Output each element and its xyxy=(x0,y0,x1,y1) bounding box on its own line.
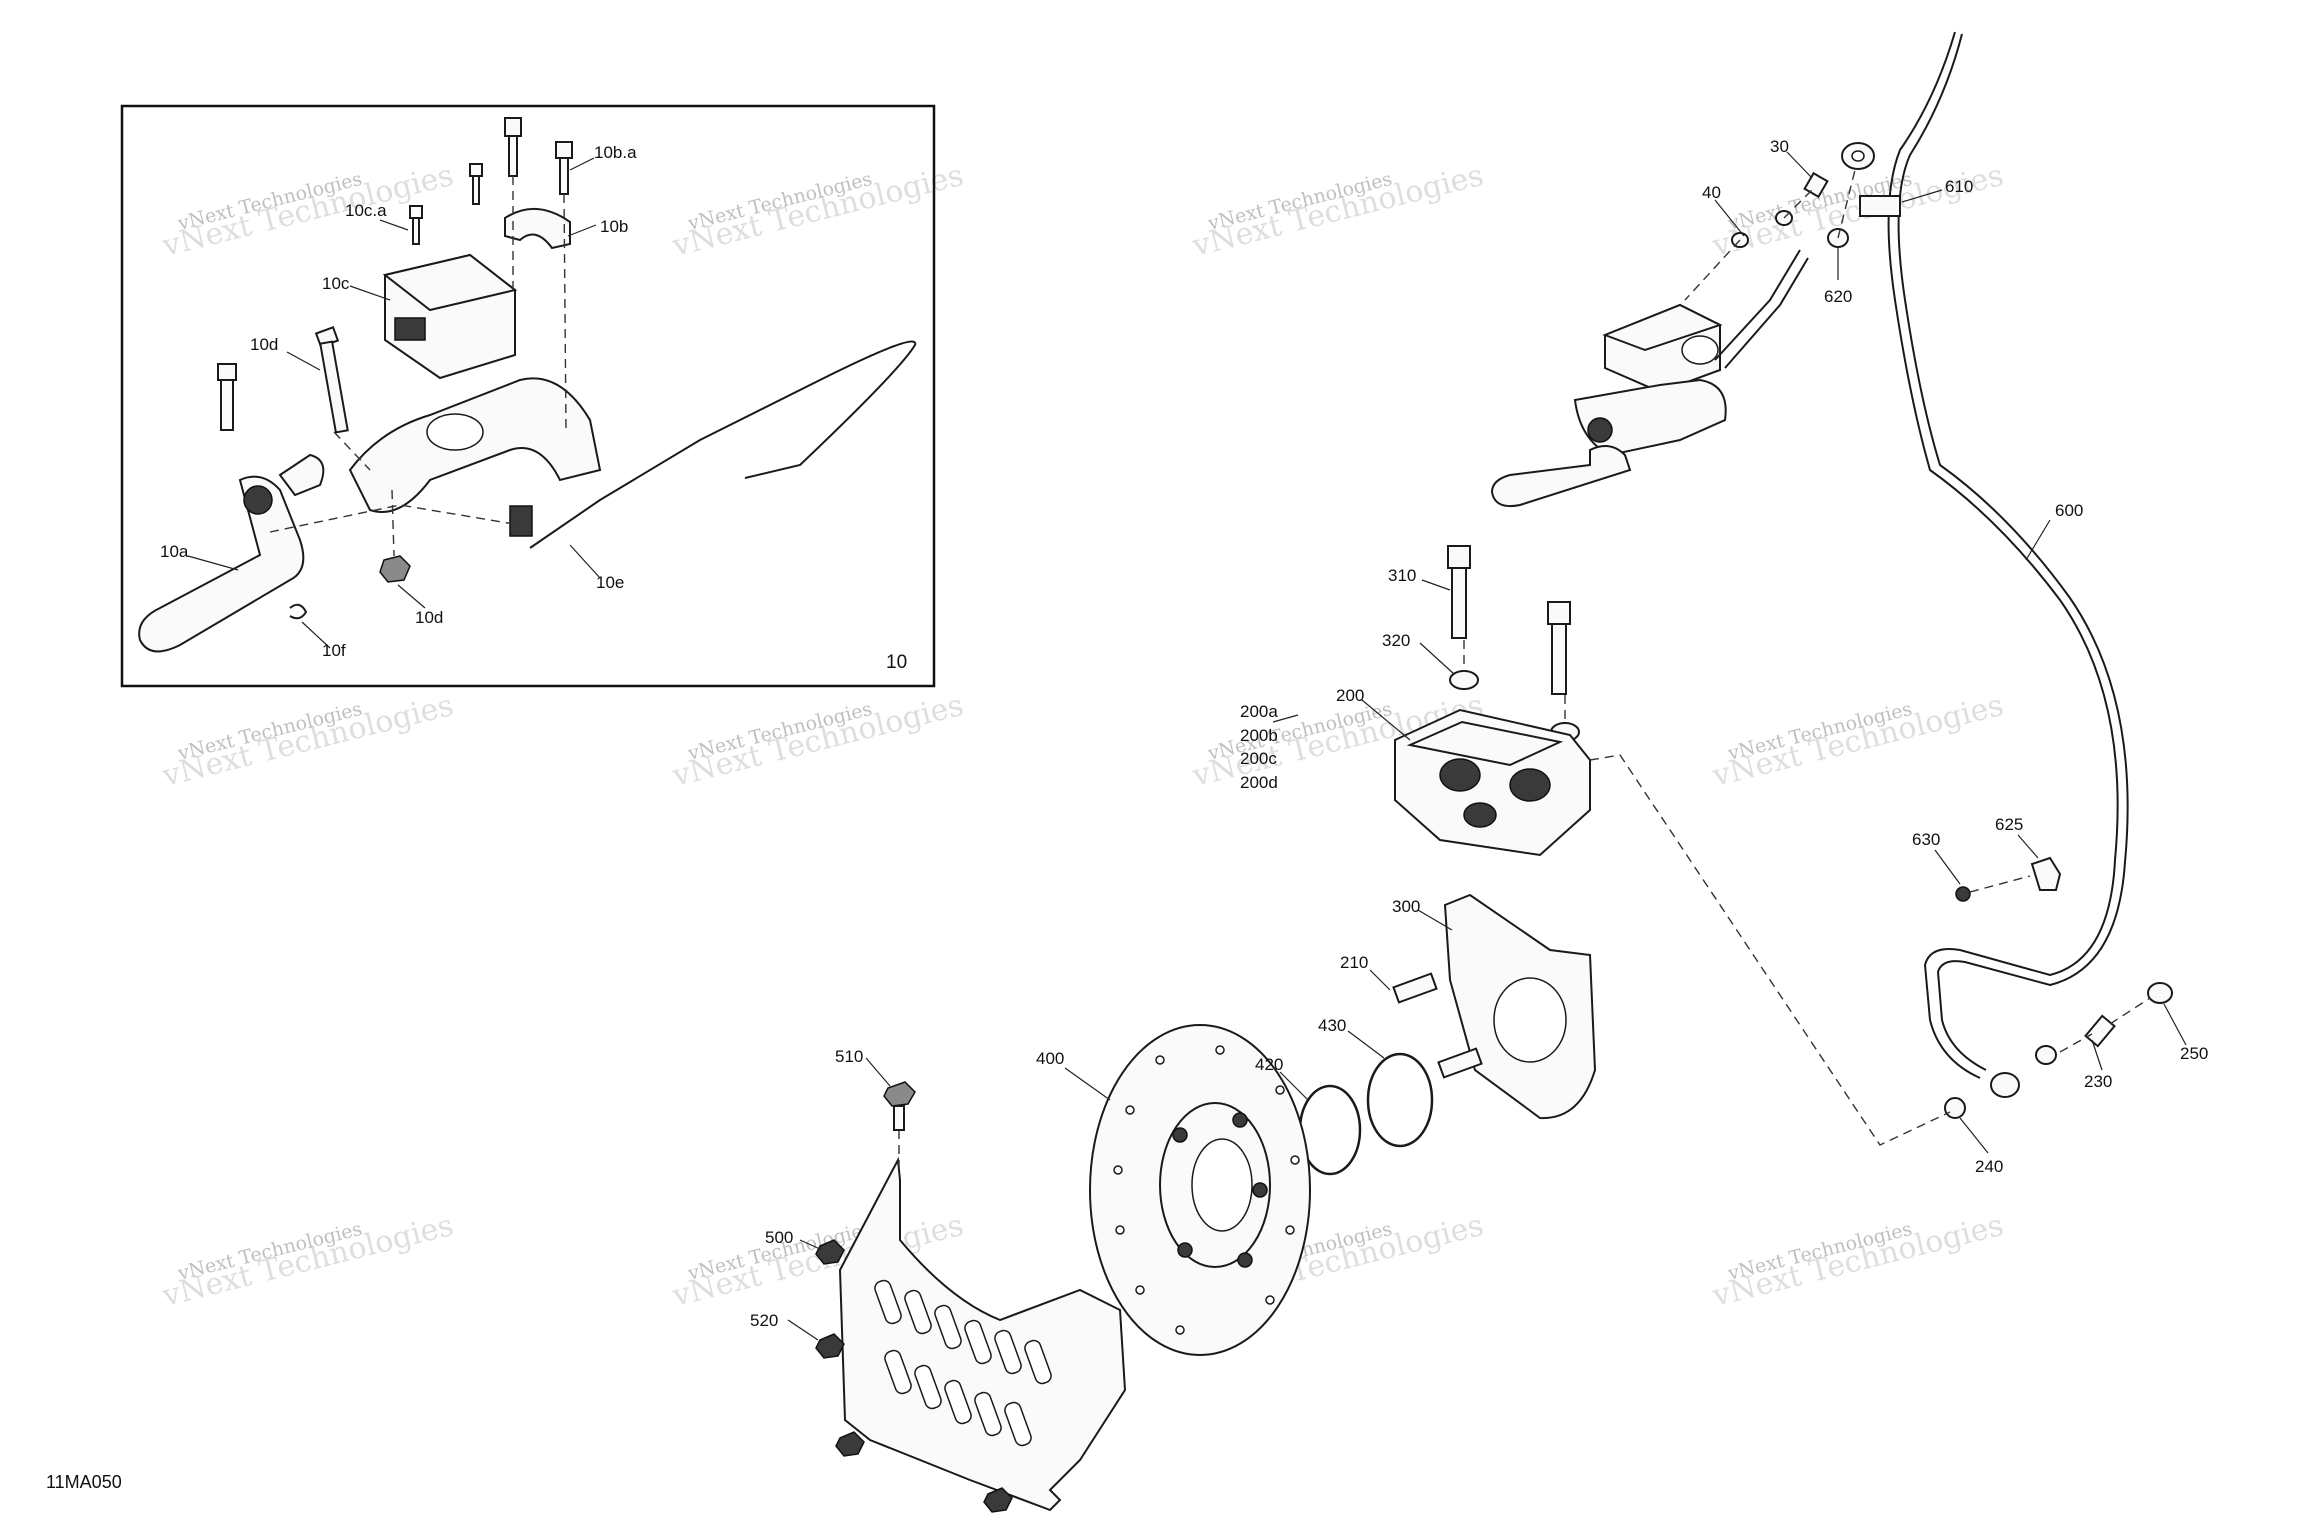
lever-nut xyxy=(379,555,411,583)
bleeder-valve xyxy=(2084,1014,2116,1048)
label-10a: 10a xyxy=(160,542,189,561)
label-630: 630 xyxy=(1912,830,1940,849)
label-620: 620 xyxy=(1824,287,1852,306)
label-40: 40 xyxy=(1702,183,1721,202)
assembly-line xyxy=(563,193,567,431)
label-240: 240 xyxy=(1975,1157,2003,1176)
watermark: vNext Technologies vNext Technologies xyxy=(1708,1208,2007,1314)
clamp-bolt xyxy=(504,117,573,195)
switch-cable xyxy=(529,340,917,549)
assembly-lines-main xyxy=(898,169,2151,1170)
label-610: 610 xyxy=(1945,177,1973,196)
label-30: 30 xyxy=(1770,137,1789,156)
brake-light-switch xyxy=(509,505,533,537)
lever-bolt xyxy=(217,363,237,431)
label-210: 210 xyxy=(1340,953,1368,972)
master-cylinder-assembly xyxy=(1490,249,1809,508)
brake-lever xyxy=(138,453,325,653)
bracket-screw xyxy=(1955,886,1971,902)
label-10c: 10c xyxy=(322,274,350,293)
watermark: vNext Technologies vNext Technologies xyxy=(1188,158,1487,264)
label-10d-bottom: 10d xyxy=(415,608,443,627)
label-10b: 10b xyxy=(600,217,628,236)
label-430: 430 xyxy=(1318,1016,1346,1035)
guard-nut xyxy=(835,1431,865,1457)
reservoir-cap-screw xyxy=(409,163,483,245)
assembly-line xyxy=(333,431,371,471)
assembly-line xyxy=(269,504,521,533)
label-300: 300 xyxy=(1392,897,1420,916)
label-200b: 200b xyxy=(1240,726,1278,745)
part-labels: 10b.a 10b 10c.a 10c 10d 10a 10d 10e 10f … xyxy=(46,137,2208,1492)
label-310: 310 xyxy=(1388,566,1416,585)
guard-nut xyxy=(983,1487,1013,1513)
brake-hose xyxy=(1887,31,2119,1079)
label-520: 520 xyxy=(750,1311,778,1330)
label-200: 200 xyxy=(1336,686,1364,705)
brake-hose xyxy=(1897,33,2129,1071)
disc-guard xyxy=(838,1156,1127,1512)
label-600: 600 xyxy=(2055,501,2083,520)
lower-banjo-fitting xyxy=(1990,1072,2020,1098)
watermark: vNext Technologies vNext Technologies xyxy=(158,688,457,794)
hose-bracket xyxy=(2030,856,2062,891)
brake-caliper xyxy=(1394,708,1591,857)
watermark: vNext Technologies vNext Technologies xyxy=(668,688,967,794)
leader-lines-main xyxy=(787,151,2187,1341)
watermark: vNext Technologies vNext Technologies xyxy=(158,1208,457,1314)
hose-clip xyxy=(1859,195,1901,217)
o-ring-large xyxy=(1366,1052,1434,1148)
label-250: 250 xyxy=(2180,1044,2208,1063)
watermark: vNext Technologies vNext Technologies xyxy=(668,158,967,264)
bleeder-cap xyxy=(2147,982,2173,1004)
label-400: 400 xyxy=(1036,1049,1064,1068)
piston-bore xyxy=(426,413,484,451)
label-10e: 10e xyxy=(596,573,624,592)
guard-nut xyxy=(815,1239,845,1265)
inset-number: 10 xyxy=(886,652,907,673)
label-320: 320 xyxy=(1382,631,1410,650)
label-510: 510 xyxy=(835,1047,863,1066)
brake-disc xyxy=(1089,1024,1311,1356)
retaining-clip xyxy=(289,603,308,620)
guard-nut xyxy=(815,1333,845,1359)
upper-banjo-fitting xyxy=(1841,142,1875,170)
label-200a: 200a xyxy=(1240,702,1278,721)
fitting-washer xyxy=(1944,1097,1966,1119)
handlebar-clamp xyxy=(504,207,571,250)
lever-pivot-pin xyxy=(314,326,349,434)
label-230: 230 xyxy=(2084,1072,2112,1091)
caliper-bracket xyxy=(1443,893,1597,1120)
label-420: 420 xyxy=(1255,1055,1283,1074)
label-10c-a: 10c.a xyxy=(345,201,387,220)
watermark: vNext Technologies vNext Technologies xyxy=(1708,688,2007,794)
label-200d: 200d xyxy=(1240,773,1278,792)
assembly-line xyxy=(391,489,395,557)
bracket-pin xyxy=(1392,972,1483,1079)
master-cylinder-reservoir xyxy=(382,253,518,380)
label-625: 625 xyxy=(1995,815,2023,834)
fitting-washer xyxy=(2035,1045,2057,1065)
inset-frame xyxy=(120,104,936,688)
diagram-code: 11MA050 xyxy=(46,1472,122,1492)
caliper-bolt xyxy=(1447,545,1571,695)
label-10d-top: 10d xyxy=(250,335,278,354)
label-500: 500 xyxy=(765,1228,793,1247)
leader-lines-inset xyxy=(187,157,601,649)
label-10b-a: 10b.a xyxy=(594,143,637,162)
label-200c: 200c xyxy=(1240,749,1277,768)
label-10f: 10f xyxy=(322,641,346,660)
guard-bolt xyxy=(883,1081,916,1131)
